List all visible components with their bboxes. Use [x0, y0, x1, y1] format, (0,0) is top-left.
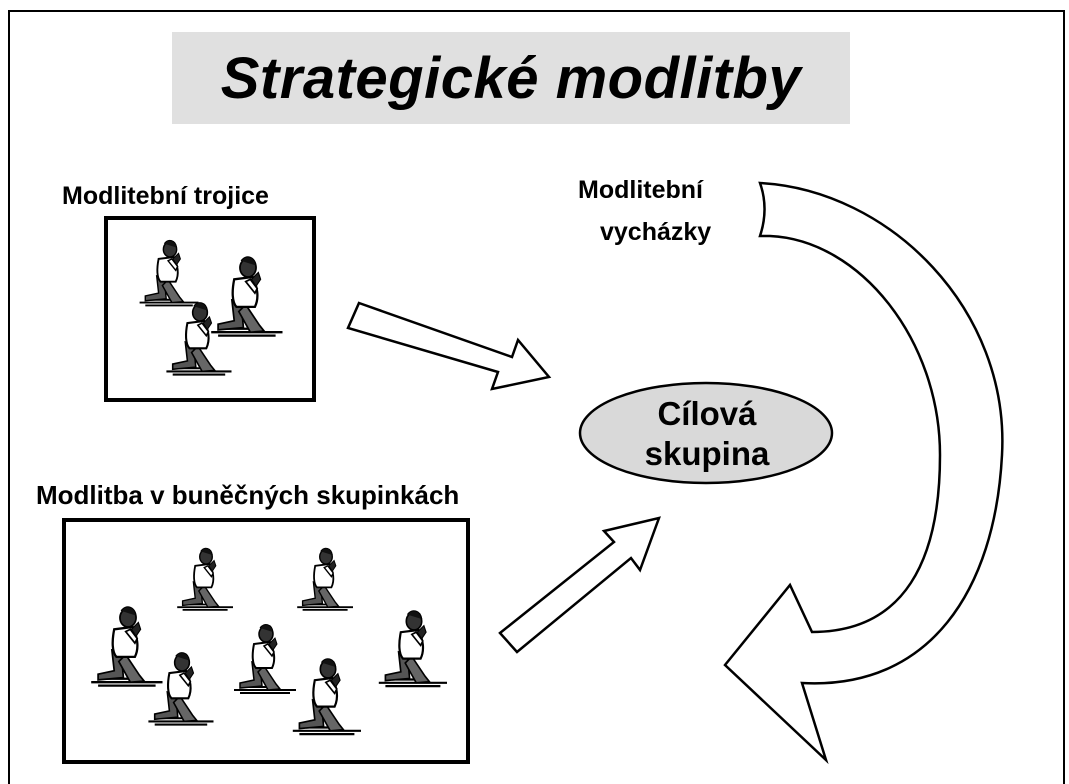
title-banner: Strategické modlitby: [172, 32, 850, 124]
slide-frame: [8, 10, 1065, 784]
kneeling-praying-person-icon: [90, 605, 164, 687]
kneeling-praying-person-icon: [210, 255, 284, 337]
target-group-label: Cílová skupina: [582, 386, 832, 482]
cell-groups-image-frame: [62, 518, 470, 764]
target-line-2: skupina: [644, 435, 770, 472]
arrow-walks-curved: [723, 181, 1004, 765]
label-cell-group-prayer: Modlitba v buněčných skupinkách: [36, 480, 460, 510]
page-title: Strategické modlitby: [220, 45, 802, 111]
kneeling-praying-person-icon: [377, 609, 449, 688]
kneeling-praying-person-icon: [176, 547, 234, 611]
target-line-1: Cílová: [657, 395, 757, 432]
triplets-image-frame: [104, 216, 316, 402]
triplets-illustration: [138, 239, 284, 376]
label-prayer-walks-line2: vycházky: [600, 218, 712, 246]
target-ellipse: [578, 381, 834, 485]
label-prayer-walks-line1: Modlitební: [578, 176, 703, 204]
kneeling-praying-person-icon: [165, 301, 233, 376]
kneeling-praying-person-icon: [147, 651, 215, 726]
label-prayer-triplets: Modlitební trojice: [62, 182, 269, 210]
kneeling-praying-person-icon: [296, 547, 354, 611]
arrow-triplets-to-target: [346, 301, 552, 391]
kneeling-praying-person-icon: [138, 239, 200, 307]
cell-groups-illustration: [90, 547, 449, 736]
arrow-cells-to-target: [498, 516, 661, 654]
kneeling-praying-person-icon: [233, 623, 297, 694]
kneeling-praying-person-icon: [291, 657, 363, 736]
